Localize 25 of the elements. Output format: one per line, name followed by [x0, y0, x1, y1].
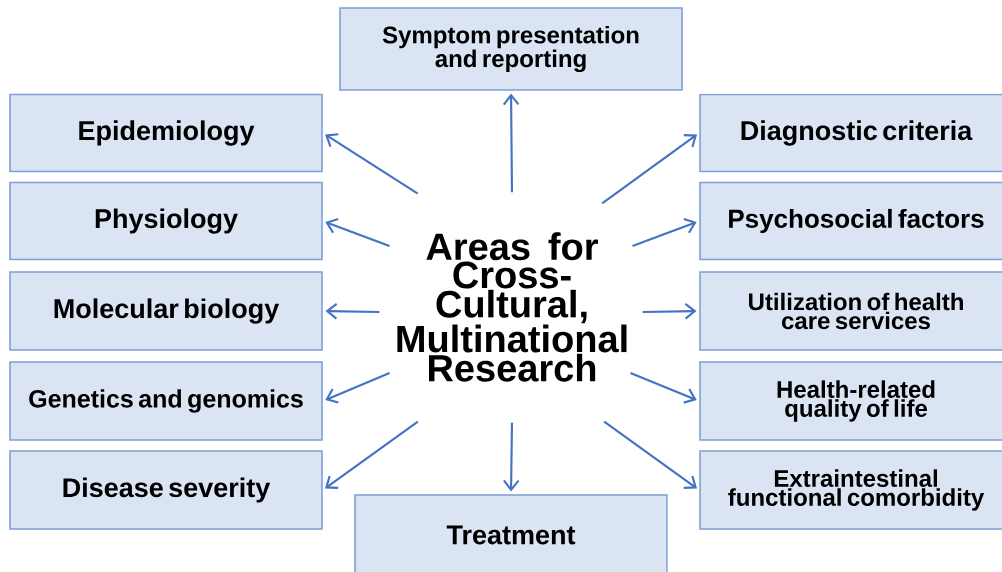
topic-box: Health-related quality of life — [699, 361, 1002, 441]
arrow — [642, 303, 697, 320]
arrow — [603, 420, 698, 489]
topic-box: Psychosocial factors — [699, 181, 1002, 261]
topic-box: Genetics and genomics — [9, 361, 323, 441]
arrow — [601, 134, 698, 205]
arrow — [325, 303, 380, 320]
topic-box: Treatment — [354, 494, 668, 572]
topic-box: Diagnostic criteria — [699, 93, 1002, 173]
arrow — [502, 93, 520, 193]
topic-box: Epidemiology — [9, 93, 323, 173]
topic-box: Physiology — [9, 181, 323, 261]
center-heading: Areas for Cross-Cultural, Multinational Research — [397, 232, 627, 382]
arrow — [632, 217, 697, 248]
topic-box: Symptom presentation and reporting — [339, 7, 683, 91]
arrow — [630, 372, 697, 404]
topic-box: Utilization of health care services — [699, 271, 1002, 351]
topic-box: Disease severity — [9, 450, 323, 530]
topic-box: Extraintestinal functional comorbidity — [699, 450, 1002, 530]
arrow — [325, 217, 390, 248]
arrow — [324, 420, 419, 489]
arrow — [325, 133, 419, 195]
arrow — [325, 372, 390, 404]
arrow — [503, 422, 520, 492]
topic-box: Molecular biology — [9, 271, 323, 351]
